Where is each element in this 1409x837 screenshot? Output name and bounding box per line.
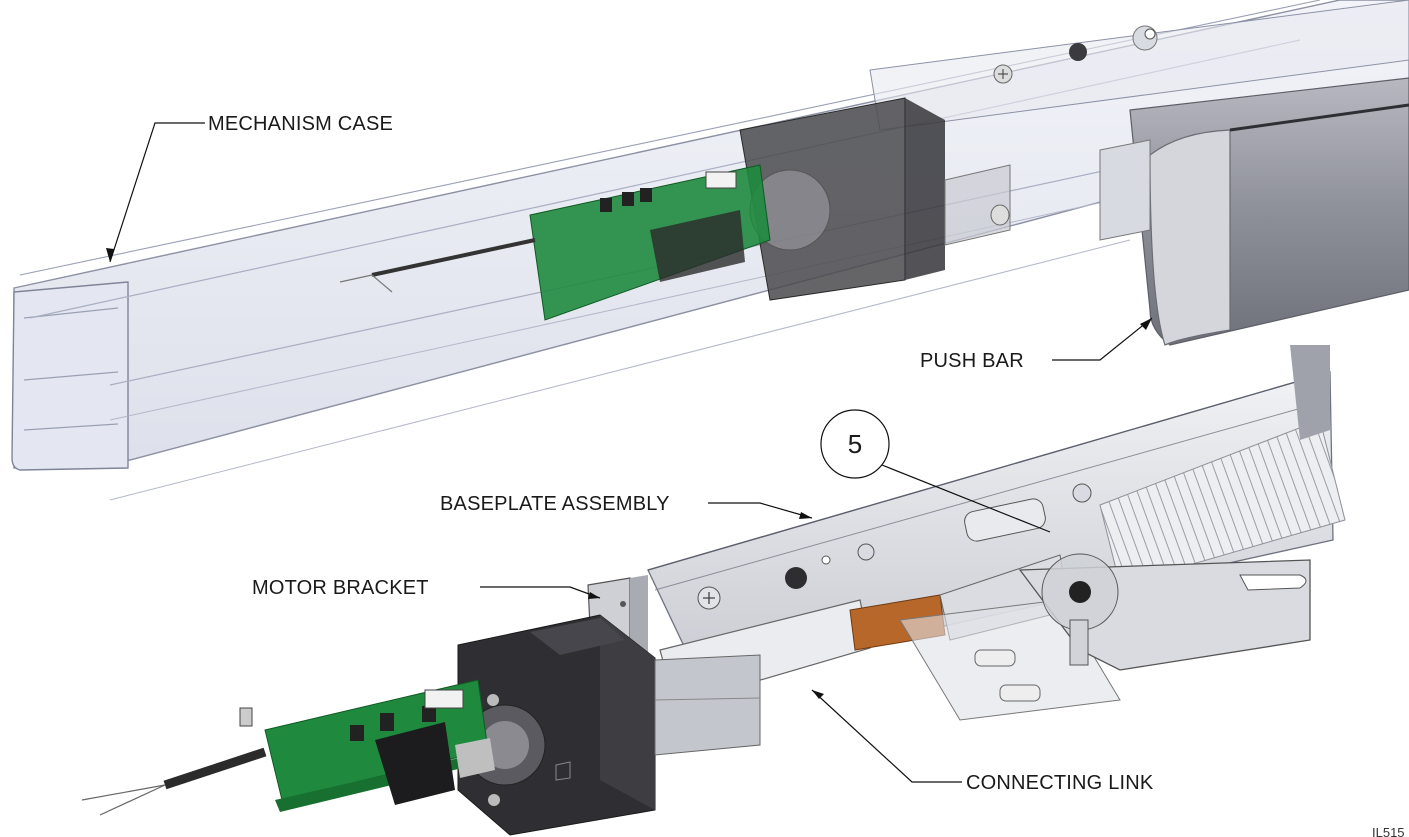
baseplate-assembly-label: BASEPLATE ASSEMBLY [440,493,670,515]
baseplate-assembly-callout: BASEPLATE ASSEMBLY [440,493,813,519]
connecting-link-label: CONNECTING LINK [966,772,1154,794]
lower-pcb [239,679,495,812]
spring [1099,345,1346,586]
motor-bracket-callout: MOTOR BRACKET [252,577,601,599]
upper-pcb [529,164,771,321]
balloon-number: 5 [848,429,862,459]
mechanism-case-label: MECHANISM CASE [208,113,393,135]
push-bar [1099,77,1409,346]
upper-wires [339,238,536,293]
item-balloon: 5 [820,409,1051,533]
upper-motor [739,97,1011,301]
connecting-link-callout: CONNECTING LINK [811,689,1154,794]
motor-bracket-label: MOTOR BRACKET [252,577,429,599]
lower-wires [81,747,267,816]
push-bar-label: PUSH BAR [920,350,1024,372]
drawing-id: IL515 [1372,825,1405,837]
push-bar-callout: PUSH BAR [920,317,1153,372]
baseplate-assembly [647,371,1334,681]
mechanism-case-callout: MECHANISM CASE [106,113,393,263]
